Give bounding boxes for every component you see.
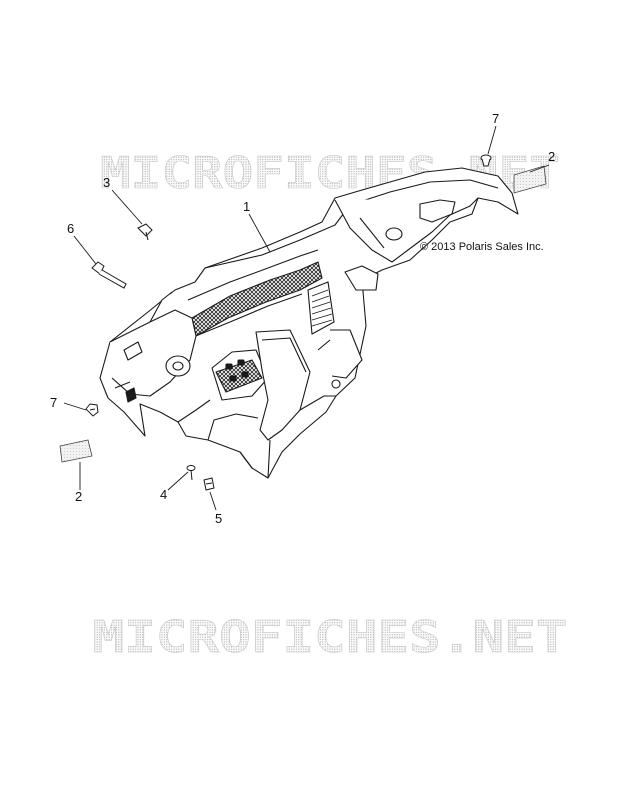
callout-2-right: 2 xyxy=(548,149,556,164)
callout-3: 3 xyxy=(103,175,111,190)
callout-1: 1 xyxy=(243,199,251,214)
part-7-rivet-left xyxy=(85,403,99,417)
part-5-clip xyxy=(203,477,215,491)
callout-4: 4 xyxy=(160,487,168,502)
copyright-notice: © 2013 Polaris Sales Inc. xyxy=(420,241,544,253)
part-7-rivet-top xyxy=(480,154,492,167)
part-4-screw xyxy=(186,465,196,481)
callout-5: 5 xyxy=(215,511,223,526)
part-2-decal-left xyxy=(59,439,93,463)
callout-2-left: 2 xyxy=(75,489,83,504)
part-6-bolt xyxy=(91,261,127,289)
callout-6: 6 xyxy=(67,221,75,236)
leader-lines xyxy=(63,125,550,511)
watermark-bottom: MICROFICHES.NET xyxy=(93,612,568,663)
callout-7-top: 7 xyxy=(492,111,500,126)
part-1-dash-panel xyxy=(99,167,519,479)
callout-7-left: 7 xyxy=(50,395,58,410)
part-2-decal-right xyxy=(513,165,547,194)
part-3-screw xyxy=(137,223,153,241)
